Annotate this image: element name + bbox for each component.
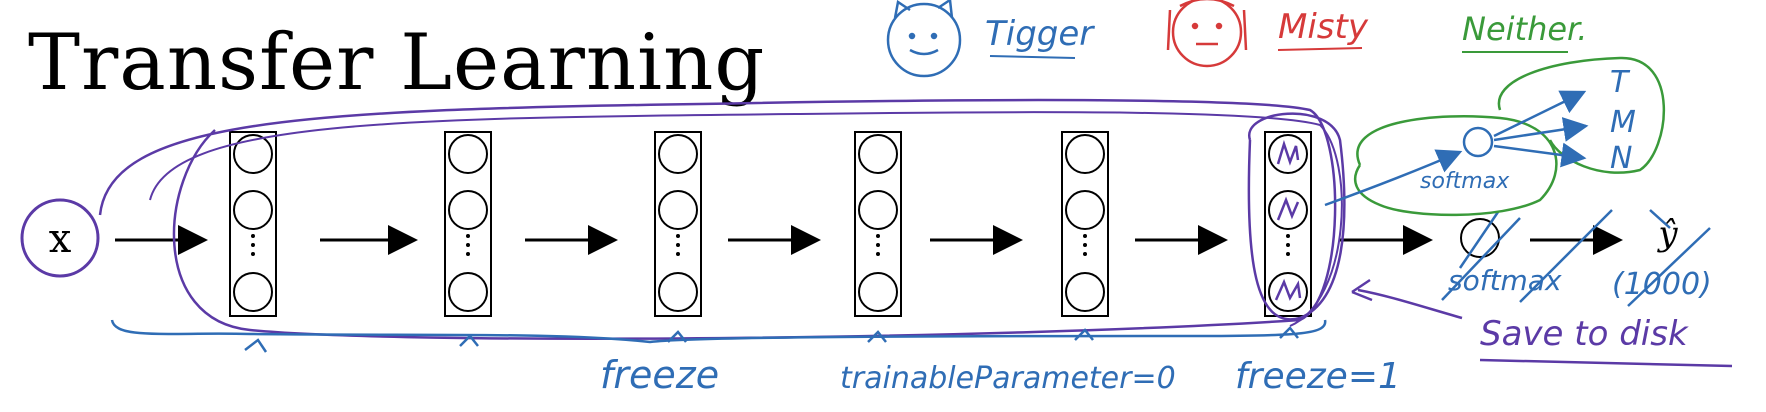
new-softmax-node — [1462, 126, 1494, 158]
misty-face-icon — [1166, 0, 1248, 68]
network-brace — [110, 319, 1327, 344]
misty-label: Misty — [1278, 7, 1369, 47]
neither-label: Neither. — [1462, 10, 1587, 48]
new-outputs-loop — [1497, 56, 1665, 174]
save-to-disk-label: Save to disk — [1480, 314, 1689, 354]
brace-ticks — [244, 326, 1299, 353]
hidden-layer-4 — [854, 131, 902, 317]
new-softmax-label: softmax — [1420, 169, 1510, 194]
frozen-region-loop-2 — [149, 111, 1343, 327]
save-to-disk-underline — [1479, 358, 1733, 368]
freeze-label: freeze — [600, 353, 719, 397]
freeze-eq-label: freeze=1 — [1235, 356, 1401, 397]
tigger-underline — [989, 55, 1076, 59]
tigger-label: Tigger — [985, 14, 1095, 54]
tigger-face-icon — [886, 0, 962, 78]
old-head-crossouts — [1441, 209, 1711, 307]
hidden-layer-2 — [444, 131, 492, 317]
hidden-layer-1 — [229, 131, 277, 317]
input-x-label: x — [49, 216, 72, 262]
input-circle — [20, 198, 100, 278]
save-to-disk-pointer — [1357, 288, 1463, 320]
slide-title: Transfer Learning — [28, 18, 766, 108]
new-output-t: T — [1610, 65, 1631, 100]
trainable-parameter-label: trainableParameter=0 — [840, 361, 1176, 396]
frozen-region-loop-1 — [98, 98, 1337, 340]
old-softmax-node — [1460, 218, 1500, 258]
hidden-layer-5 — [1061, 131, 1109, 317]
misty-underline — [1277, 47, 1363, 51]
last-layer-loop — [1247, 112, 1346, 321]
to-new-softmax-arrow — [1324, 149, 1463, 207]
output-yhat-label: ŷ — [1656, 214, 1678, 254]
new-output-arrows — [1493, 90, 1589, 168]
new-softmax-loop — [1354, 115, 1558, 217]
new-output-m: M — [1610, 105, 1636, 140]
hidden-layer-6-shaded — [1264, 131, 1312, 317]
new-output-n: N — [1610, 141, 1632, 176]
old-softmax-label: softmax — [1448, 264, 1562, 297]
hidden-layer-3 — [654, 131, 702, 317]
